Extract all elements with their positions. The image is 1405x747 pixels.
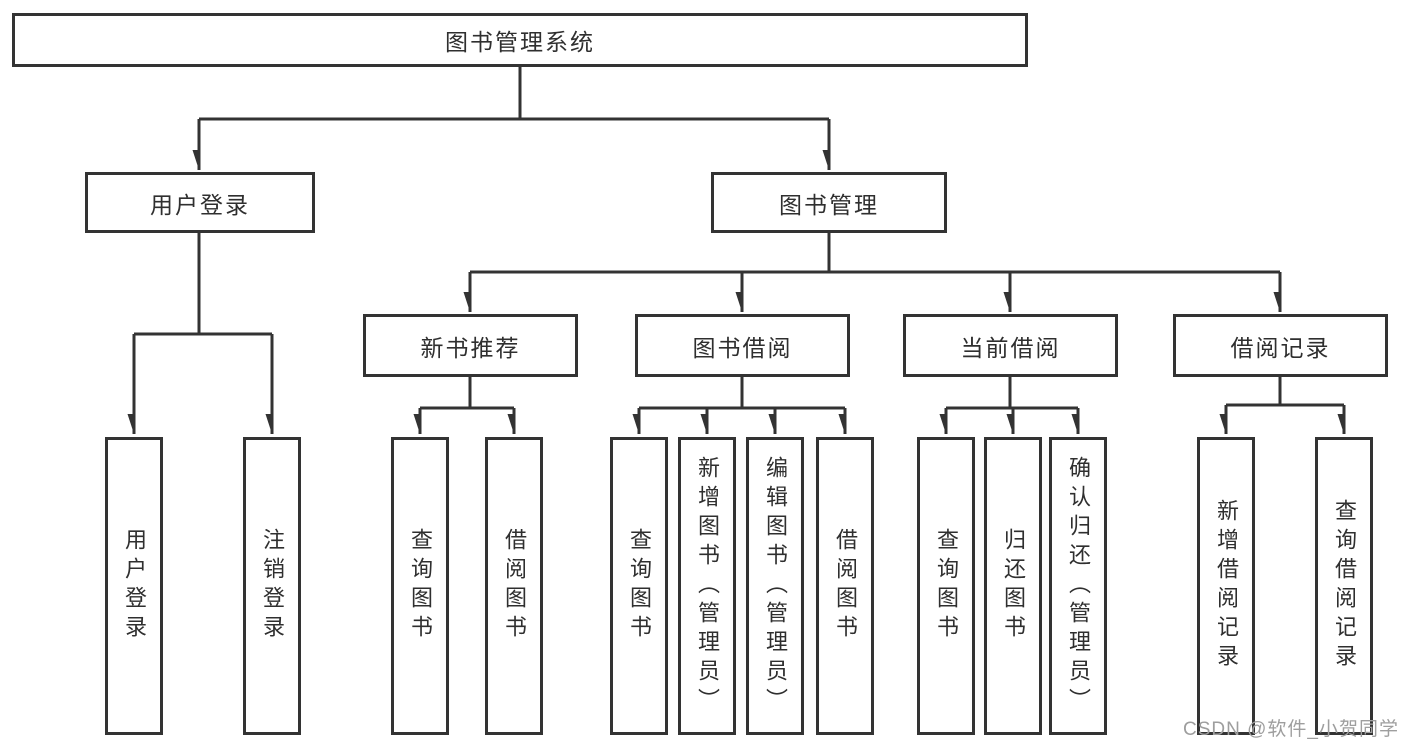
node-library-management-system-label: 图书管理系统 <box>445 29 595 55</box>
leaf-borrow-books: 借阅图书 <box>816 437 874 735</box>
leaf-logout: 注销登录 <box>243 437 301 735</box>
leaf-borrow-books-recommend-label: 借阅图书 <box>502 528 527 644</box>
leaf-logout-label: 注销登录 <box>260 528 285 644</box>
node-user-login-label: 用户登录 <box>150 191 250 218</box>
leaf-confirm-return-admin: 确认归还（管理员） <box>1049 437 1107 735</box>
node-book-borrowing: 图书借阅 <box>635 314 850 377</box>
node-book-management-label: 图书管理 <box>779 191 879 218</box>
leaf-add-books-admin: 新增图书（管理员） <box>678 437 736 735</box>
node-book-management: 图书管理 <box>711 172 947 233</box>
node-current-borrowing-label: 当前借阅 <box>960 334 1061 361</box>
node-current-borrowing: 当前借阅 <box>903 314 1118 377</box>
node-new-book-recommendation: 新书推荐 <box>363 314 578 377</box>
leaf-borrow-books-recommend: 借阅图书 <box>485 437 543 735</box>
leaf-query-borrow-record: 查询借阅记录 <box>1315 437 1373 735</box>
node-new-book-recommendation-label: 新书推荐 <box>420 334 521 361</box>
node-user-login: 用户登录 <box>85 172 315 233</box>
leaf-confirm-return-admin-label: 确认归还（管理员） <box>1066 455 1091 717</box>
leaf-query-books-current: 查询图书 <box>917 437 975 735</box>
leaf-add-books-admin-label: 新增图书（管理员） <box>695 455 720 717</box>
leaf-return-books-label: 归还图书 <box>1001 528 1026 644</box>
leaf-user-login: 用户登录 <box>105 437 163 735</box>
leaf-query-books-borrowing-label: 查询图书 <box>627 528 652 644</box>
csdn-watermark: CSDN @软件_小贺同学 <box>1183 719 1399 740</box>
node-borrowing-records: 借阅记录 <box>1173 314 1388 377</box>
leaf-add-borrow-record: 新增借阅记录 <box>1197 437 1255 735</box>
leaf-add-borrow-record-label: 新增借阅记录 <box>1214 499 1239 673</box>
leaf-edit-books-admin: 编辑图书（管理员） <box>746 437 804 735</box>
leaf-query-books-recommend-label: 查询图书 <box>408 528 433 644</box>
leaf-query-books-recommend: 查询图书 <box>391 437 449 735</box>
leaf-query-books-current-label: 查询图书 <box>934 528 959 644</box>
node-book-borrowing-label: 图书借阅 <box>692 334 793 361</box>
leaf-user-login-label: 用户登录 <box>122 528 147 644</box>
leaf-borrow-books-label: 借阅图书 <box>833 528 858 644</box>
leaf-query-borrow-record-label: 查询借阅记录 <box>1332 499 1357 673</box>
leaf-edit-books-admin-label: 编辑图书（管理员） <box>763 455 788 717</box>
node-library-management-system: 图书管理系统 <box>12 13 1028 67</box>
node-borrowing-records-label: 借阅记录 <box>1230 334 1331 361</box>
leaf-query-books-borrowing: 查询图书 <box>610 437 668 735</box>
leaf-return-books: 归还图书 <box>984 437 1042 735</box>
